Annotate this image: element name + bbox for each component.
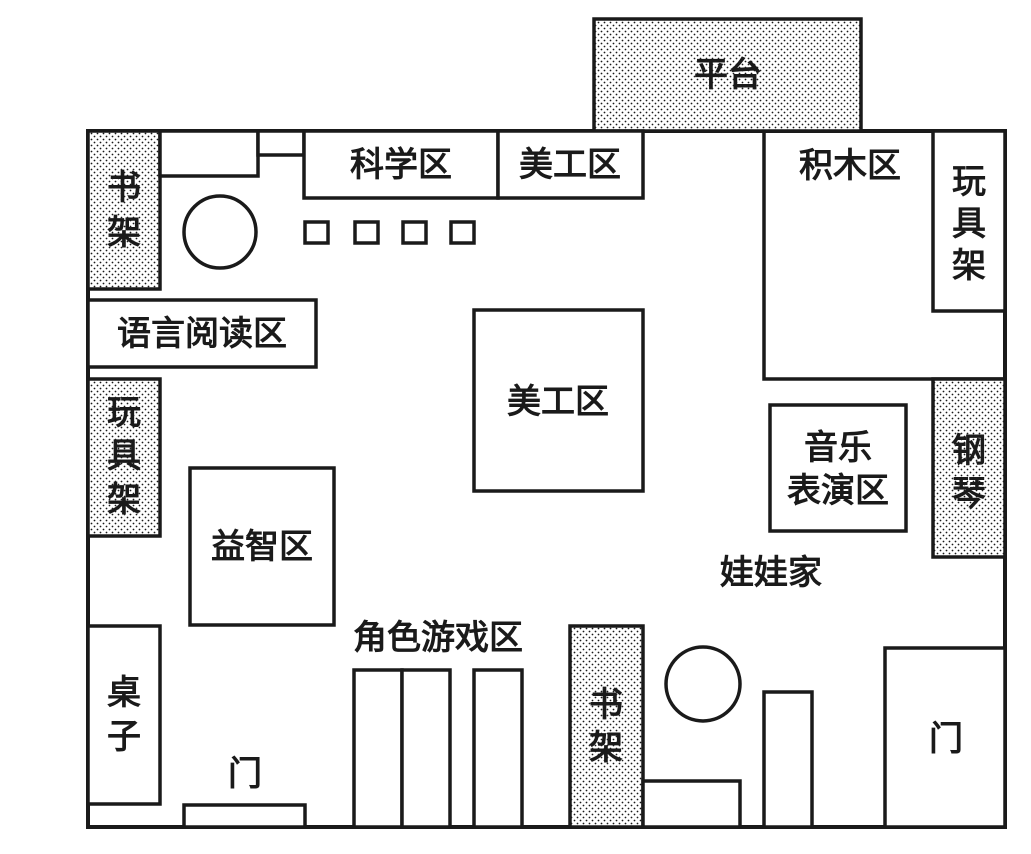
puzzle-area-label: 益智区 bbox=[211, 527, 313, 567]
science-area bbox=[302, 129, 500, 200]
toy-shelf-top-right-label-3: 架 bbox=[952, 246, 986, 286]
bookshelf-top-left-label-2: 架 bbox=[107, 213, 141, 253]
art-area-center bbox=[472, 308, 645, 493]
piano bbox=[931, 377, 1007, 559]
platform-label: 平台 bbox=[694, 55, 762, 95]
language-reading-area bbox=[86, 298, 318, 369]
bookshelf-top-left bbox=[86, 129, 162, 291]
door-bottom bbox=[182, 803, 307, 829]
science-area-label: 科学区 bbox=[350, 145, 452, 185]
toy-shelf-left-label-1: 玩 bbox=[107, 393, 141, 433]
blocks-area-label: 积木区 bbox=[799, 146, 901, 186]
music-performance-area bbox=[768, 403, 908, 533]
bookshelf-top-left-label-1: 书 bbox=[107, 168, 141, 208]
toy-shelf-top-right bbox=[931, 129, 1007, 313]
stool bbox=[449, 220, 476, 245]
round-table-top-left bbox=[182, 194, 258, 270]
doll-house-label: 娃娃家 bbox=[720, 553, 822, 593]
art-area-center-label: 美工区 bbox=[507, 382, 609, 422]
puzzle-area bbox=[188, 466, 336, 627]
music-area-label-1: 音乐 bbox=[804, 428, 872, 468]
toy-shelf-left-label-3: 架 bbox=[107, 480, 141, 520]
art-area-top bbox=[496, 129, 645, 200]
door-right-label: 门 bbox=[929, 719, 963, 759]
round-table-doll-house bbox=[664, 645, 742, 723]
door-bottom-label: 门 bbox=[228, 754, 262, 794]
small-cabinet-top-left-2 bbox=[256, 129, 306, 157]
role-play-area-label: 角色游戏区 bbox=[353, 618, 523, 658]
toy-shelf-top-right-label-1: 玩 bbox=[952, 162, 986, 202]
music-area-label-2: 表演区 bbox=[787, 471, 889, 511]
role-play-cabinet bbox=[472, 668, 524, 829]
small-cabinet-top-left bbox=[158, 129, 260, 178]
bookshelf-bottom bbox=[568, 624, 645, 829]
doll-house-cabinet-tall bbox=[762, 690, 814, 829]
platform-zone bbox=[592, 17, 863, 133]
toy-shelf-top-right-label-2: 具 bbox=[952, 204, 986, 244]
role-play-cabinet bbox=[352, 668, 404, 829]
table-label-1: 桌 bbox=[107, 673, 141, 713]
bookshelf-bottom-label-2: 架 bbox=[589, 728, 623, 768]
door-right bbox=[883, 646, 1007, 829]
role-play-cabinet bbox=[400, 668, 452, 829]
toy-shelf-left bbox=[86, 377, 162, 538]
piano-label-2: 琴 bbox=[952, 474, 986, 514]
piano-label-1: 钢 bbox=[952, 431, 986, 471]
toy-shelf-left-label-2: 具 bbox=[107, 436, 141, 476]
table-label-2: 子 bbox=[107, 717, 141, 757]
stool bbox=[303, 220, 330, 245]
doll-house-cabinet bbox=[641, 779, 742, 829]
stool bbox=[401, 220, 428, 245]
stool bbox=[353, 220, 380, 245]
blocks-area-boundary bbox=[762, 131, 1005, 381]
art-area-top-label: 美工区 bbox=[519, 145, 621, 185]
bookshelf-bottom-label-1: 书 bbox=[589, 685, 623, 725]
table bbox=[86, 624, 162, 806]
language-reading-area-label: 语言阅读区 bbox=[117, 314, 287, 354]
